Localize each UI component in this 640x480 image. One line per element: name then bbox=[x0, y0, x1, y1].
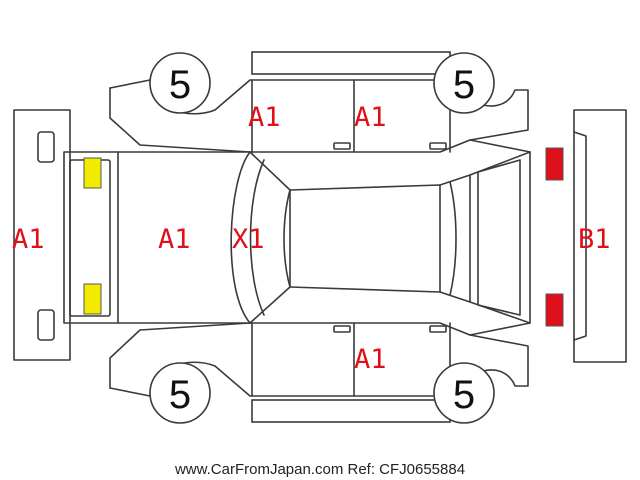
grade-front-left-door: A1 bbox=[248, 102, 281, 133]
front-lamp-marker-left bbox=[83, 157, 102, 189]
front-lamp-marker-right bbox=[83, 283, 102, 315]
grade-rear-left-door: A1 bbox=[354, 102, 387, 133]
tire-score-rear-left: 5 bbox=[453, 63, 475, 107]
tire-rear-left: 5 bbox=[433, 52, 495, 114]
car-body bbox=[63, 139, 531, 336]
watermark-text: www.CarFromJapan.com Ref: CFJ0655884 bbox=[174, 461, 465, 478]
tire-front-left: 5 bbox=[149, 52, 211, 114]
grade-front-right-door: A1 bbox=[354, 344, 387, 375]
tire-score-rear-right: 5 bbox=[453, 373, 475, 417]
grade-hood: A1 bbox=[158, 224, 191, 255]
grade-rear-bumper: B1 bbox=[578, 224, 611, 255]
tire-score-front-left: 5 bbox=[169, 63, 191, 107]
tire-front-right: 5 bbox=[149, 362, 211, 424]
tire-rear-right: 5 bbox=[433, 362, 495, 424]
rear-lamp-marker-left bbox=[545, 147, 564, 181]
grade-front-bumper: A1 bbox=[12, 224, 45, 255]
tire-score-front-right: 5 bbox=[169, 373, 191, 417]
front-bumper bbox=[13, 109, 71, 361]
grade-windshield: X1 bbox=[232, 224, 265, 255]
rear-bumper bbox=[573, 109, 627, 363]
rear-lamp-marker-right bbox=[545, 293, 564, 327]
